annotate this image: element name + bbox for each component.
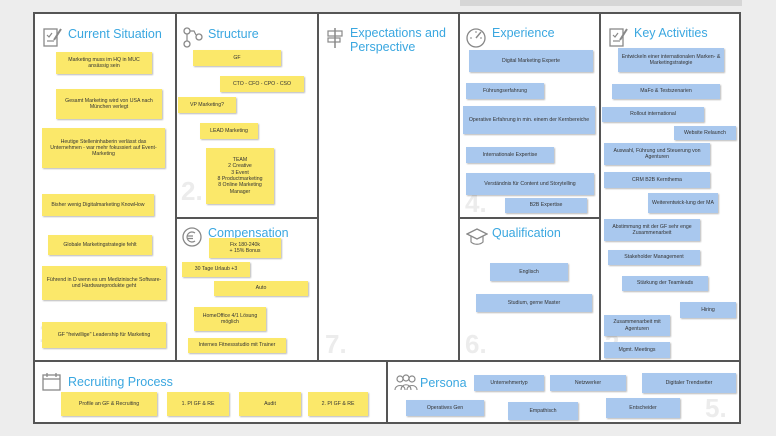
section-number: 4.	[465, 188, 487, 218]
sticky-note[interactable]: Unternehmertyp	[474, 375, 544, 391]
sticky-note[interactable]: CTO - CFO - CPO - CSO	[220, 76, 304, 92]
sticky-note[interactable]: Studium, gerne Master	[476, 294, 592, 312]
section-number: 6.	[465, 329, 487, 359]
sticky-note[interactable]: Netzwerker	[550, 375, 626, 391]
people-group-icon	[394, 374, 418, 391]
euro-icon	[182, 227, 202, 247]
sticky-note[interactable]: Heutige Stelleninhaberin verlässt das Un…	[42, 128, 165, 168]
sticky-note[interactable]: Internes Fitnessstudio mit Trainer	[188, 338, 286, 353]
checklist-icon	[43, 28, 62, 47]
divider	[317, 14, 319, 360]
sticky-note[interactable]: Marketing muss im HQ in MUC ansässig sei…	[56, 52, 152, 74]
section-title: Current Situation	[68, 27, 162, 41]
sticky-note[interactable]: HomeOffice 4/1 Lösung möglich	[194, 307, 266, 331]
sticky-note[interactable]: Entwickeln einer internationalen Marken-…	[618, 48, 724, 72]
sticky-note[interactable]: Führungserfahrung	[466, 83, 544, 99]
sticky-note[interactable]: VP Marketing?	[178, 97, 236, 113]
org-structure-icon	[183, 27, 203, 48]
divider	[386, 360, 388, 424]
canvas-board: 1. 2. 7. 4. 6. 3. 5.	[33, 12, 741, 424]
divider	[175, 14, 177, 360]
sticky-note[interactable]: 1. PI GF & RE	[167, 392, 229, 416]
sticky-note[interactable]: Internationale Expertise	[466, 147, 554, 163]
sticky-note[interactable]: Digitaler Trendsetter	[642, 373, 736, 393]
section-title: Compensation	[208, 226, 289, 240]
sticky-note[interactable]: 30 Tage Urlaub +3	[182, 262, 250, 277]
section-title: Persona	[420, 376, 467, 390]
graduation-cap-icon	[466, 228, 488, 245]
sticky-note[interactable]: Stärkung der Teamleads	[622, 276, 708, 291]
section-number: 2.	[181, 176, 203, 206]
sticky-note[interactable]: Entscheider	[606, 398, 680, 418]
section-title: Qualification	[492, 226, 561, 240]
sticky-note[interactable]: Hiring	[680, 302, 736, 318]
sticky-note[interactable]: Zusammenarbeit mit Agenturen	[604, 315, 670, 336]
section-title: Expectations and Perspective	[350, 26, 446, 54]
section-title: Structure	[208, 27, 259, 41]
sticky-note[interactable]: Rollout international	[602, 107, 704, 122]
divider	[175, 217, 318, 219]
sticky-note[interactable]: Empathisch	[508, 402, 578, 420]
sticky-note[interactable]: Mgmt. Meetings	[604, 342, 670, 358]
section-number: 5.	[705, 393, 727, 423]
section-number: 7.	[325, 329, 347, 359]
section-title: Recruiting Process	[68, 375, 173, 389]
sticky-note[interactable]: Globale Marketingstrategie fehlt	[48, 235, 152, 255]
sticky-note[interactable]: Verständnis für Content und Storytelling	[466, 173, 594, 195]
sticky-note[interactable]: Weiterentwick-lung der MA	[648, 193, 718, 213]
sticky-note[interactable]: Auswahl, Führung und Steuerung von Agent…	[604, 143, 710, 165]
sticky-note[interactable]: Audit	[239, 392, 301, 416]
sticky-note[interactable]: Operative Erfahrung in min. einem der Ke…	[463, 106, 595, 134]
sticky-note[interactable]: CRM B2B Kernthema	[604, 172, 710, 188]
sticky-note[interactable]: Auto	[214, 281, 308, 296]
sticky-note[interactable]: Fix 180-240k + 15% Bonus	[209, 238, 281, 258]
sticky-note[interactable]: Website Relaunch	[674, 126, 736, 140]
signpost-icon	[327, 28, 343, 48]
divider	[35, 360, 741, 362]
divider	[458, 217, 600, 219]
sticky-note[interactable]: LEAD Marketing	[200, 123, 258, 139]
sticky-note[interactable]: Profile an GF & Recruiting	[61, 392, 157, 416]
sticky-note[interactable]: Gesamt Marketing wird von USA nach Münch…	[56, 89, 162, 119]
sticky-note[interactable]: TEAM 2 Creative 3 Event 8 Productmarketi…	[206, 148, 274, 204]
sticky-note[interactable]: B2B Expertise	[505, 198, 587, 213]
sticky-note[interactable]: GF	[193, 50, 281, 66]
sticky-note[interactable]: Bisher wenig Digitalmarketing KnowHow	[42, 194, 154, 216]
section-title: Key Activities	[634, 26, 708, 40]
sticky-note[interactable]: Abstimmung mit der GF sehr enge Zusammen…	[604, 219, 700, 241]
sticky-note[interactable]: Englisch	[490, 263, 568, 281]
divider	[599, 14, 601, 360]
section-title: Experience	[492, 26, 555, 40]
speedometer-icon	[466, 28, 486, 48]
sticky-note[interactable]: Führend in D wenn es um Medizinische Sof…	[42, 266, 166, 300]
sticky-note[interactable]: GF "freiwillige" Leadership für Marketin…	[42, 322, 166, 348]
sticky-note[interactable]: Digital Marketing Experte	[469, 50, 593, 72]
sticky-note[interactable]: 2. PI GF & RE	[308, 392, 368, 416]
sticky-note[interactable]: MaFo & Testszenarien	[612, 84, 720, 99]
calendar-icon	[42, 373, 61, 391]
checklist-icon	[609, 28, 628, 47]
sticky-note[interactable]: Operatives Gen	[406, 400, 484, 416]
sticky-note[interactable]: Stakeholder Management	[608, 250, 700, 265]
divider	[458, 14, 460, 360]
top-toolbar-strip	[460, 0, 742, 6]
